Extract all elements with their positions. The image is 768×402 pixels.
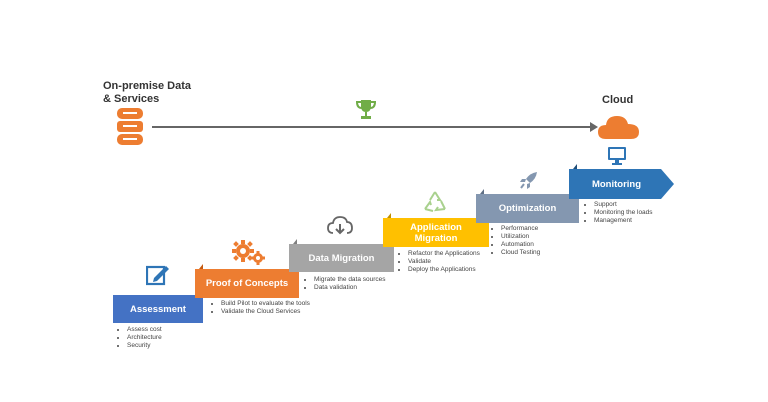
- list-item: Data validation: [314, 284, 414, 292]
- step-proof-of-concepts: Proof of Concepts: [195, 269, 299, 298]
- step-monitoring-bullets: Support Monitoring the loads Management: [583, 201, 684, 225]
- step-data-migration-bullets: Migrate the data sources Data validation: [303, 276, 414, 292]
- list-item: Refactor the Applications: [408, 250, 508, 258]
- step-assessment-bullets: Assess cost Architecture Security: [116, 326, 217, 350]
- step-assessment-label: Assessment: [130, 303, 186, 315]
- list-item: Utilization: [501, 233, 591, 241]
- edit-icon: [146, 264, 170, 286]
- database-icon: [117, 108, 143, 146]
- step-application-migration-label: Application Migration: [410, 221, 462, 244]
- step-optimization: Optimization: [476, 194, 579, 223]
- migration-arrowhead: [590, 122, 598, 132]
- rocket-icon: [519, 170, 539, 190]
- cloud-download-icon: [327, 216, 353, 236]
- list-item: Support: [594, 201, 684, 209]
- list-item: Monitoring the loads: [594, 209, 684, 217]
- list-item: Validate: [408, 258, 508, 266]
- list-item: Security: [127, 342, 217, 350]
- target-label: Cloud: [602, 94, 634, 106]
- step-data-migration-label: Data Migration: [308, 252, 375, 264]
- gears-icon: [232, 240, 266, 266]
- list-item: Cloud Testing: [501, 249, 591, 257]
- step-monitoring-label: Monitoring: [591, 178, 642, 190]
- step-assessment: Assessment: [113, 295, 203, 323]
- step-monitoring: Monitoring: [569, 169, 675, 199]
- list-item: Assess cost: [127, 326, 217, 334]
- cloud-icon: [598, 114, 640, 140]
- step-proof-of-concepts-bullets: Build Pilot to evaluate the tools Valida…: [210, 300, 317, 316]
- list-item: Architecture: [127, 334, 217, 342]
- step-optimization-label: Optimization: [498, 203, 557, 214]
- source-label: On-premise Data & Services: [103, 80, 192, 105]
- step-monitoring-label-wrap: Monitoring: [569, 169, 664, 199]
- step-application-migration: Application Migration: [383, 218, 489, 247]
- step-optimization-bullets: Performance Utilization Automation Cloud…: [490, 225, 591, 257]
- list-item: Migrate the data sources: [314, 276, 414, 284]
- list-item: Deploy the Applications: [408, 266, 508, 274]
- migration-arrow-line: [152, 126, 592, 128]
- list-item: Validate the Cloud Services: [221, 308, 317, 316]
- step-data-migration: Data Migration: [289, 244, 394, 272]
- list-item: Build Pilot to evaluate the tools: [221, 300, 317, 308]
- list-item: Management: [594, 217, 684, 225]
- step-application-migration-bullets: Refactor the Applications Validate Deplo…: [397, 250, 508, 274]
- monitor-icon: [607, 146, 627, 166]
- trophy-icon: [356, 99, 376, 121]
- list-item: Performance: [501, 225, 591, 233]
- step-proof-of-concepts-label: Proof of Concepts: [205, 278, 289, 289]
- list-item: Automation: [501, 241, 591, 249]
- recycle-icon: [423, 191, 447, 213]
